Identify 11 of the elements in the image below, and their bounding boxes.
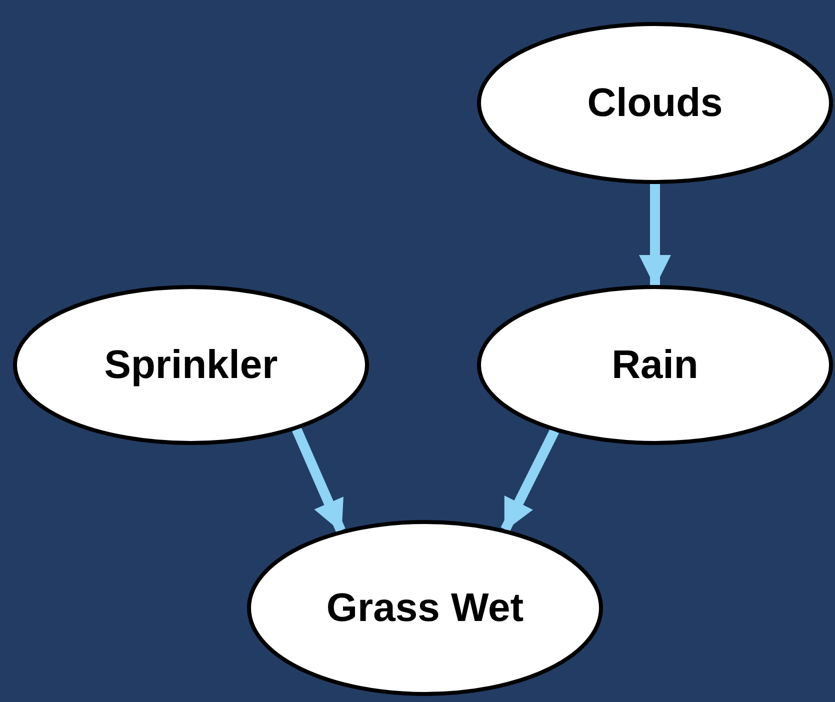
arrow [292, 427, 346, 532]
node-label: Clouds [586, 80, 724, 127]
node-ellipse [477, 22, 833, 184]
arrow [639, 184, 671, 287]
node-ellipse [477, 285, 833, 445]
node-label: Sprinkler [103, 342, 279, 389]
node-ellipse [13, 285, 369, 445]
node-label: Rain [610, 342, 700, 389]
node-label: Grass Wet [325, 585, 525, 632]
arrow [500, 428, 559, 532]
node-ellipse [247, 520, 603, 696]
